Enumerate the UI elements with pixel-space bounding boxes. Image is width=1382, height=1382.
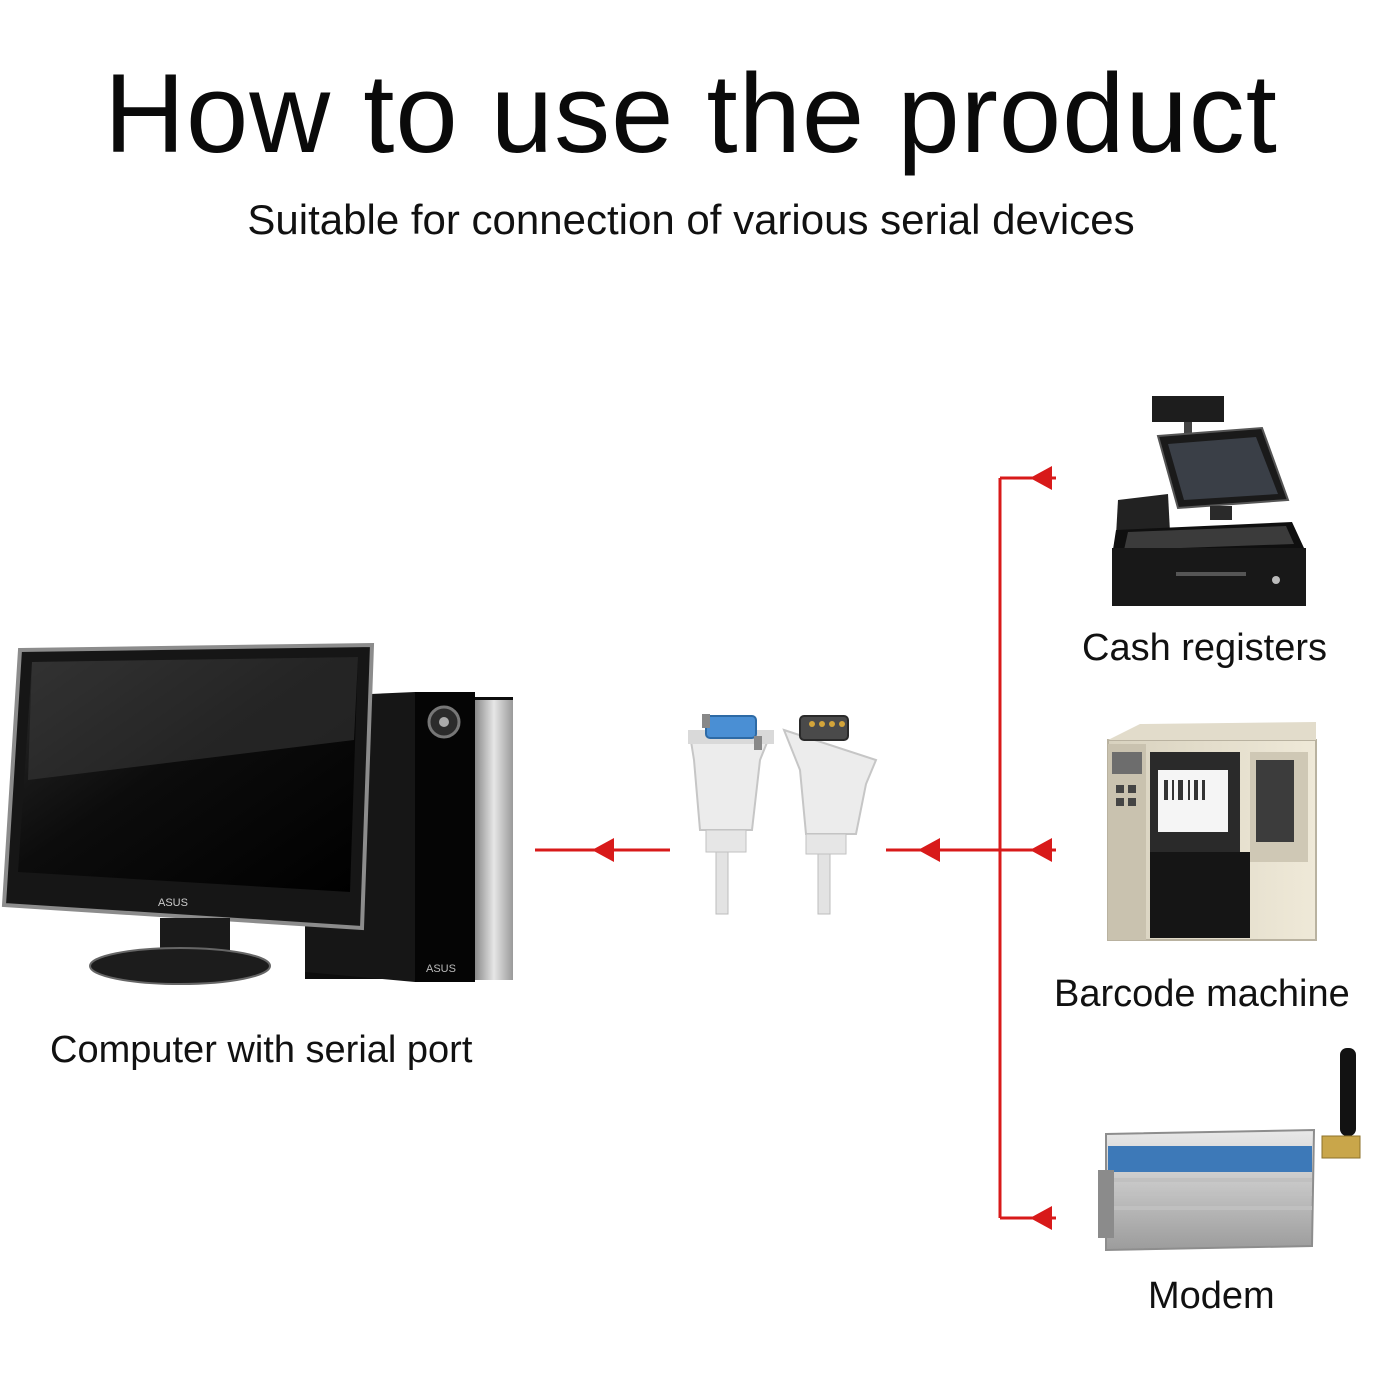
arrowhead-icon [918, 838, 940, 862]
arrowhead-icon [592, 838, 614, 862]
tower-brand: ASUS [426, 963, 456, 975]
db9-female-connector [688, 714, 774, 915]
label-computer: Computer with serial port [50, 1029, 473, 1071]
barcode-printer-icon [1107, 722, 1317, 941]
page-title: How to use the product [104, 51, 1278, 176]
db9-male-connector [782, 715, 878, 915]
cash-register-icon [1112, 396, 1306, 606]
desktop-computer-icon: ASUS ASUS [1, 642, 513, 985]
arrowhead-icon [1030, 838, 1052, 862]
page-subtitle: Suitable for connection of various seria… [247, 196, 1135, 243]
gsm-modem-icon [1098, 1048, 1361, 1252]
arrowhead-icon [1030, 466, 1052, 490]
db9-serial-cable-icon [688, 714, 878, 915]
pc-monitor: ASUS [1, 642, 375, 985]
monitor-brand: ASUS [158, 897, 188, 909]
arrowhead-icon [1030, 1206, 1052, 1230]
label-barcode-machine: Barcode machine [1054, 973, 1350, 1015]
arrowheads [592, 466, 1052, 1230]
label-modem: Modem [1148, 1275, 1275, 1317]
label-cash-registers: Cash registers [1082, 627, 1327, 669]
